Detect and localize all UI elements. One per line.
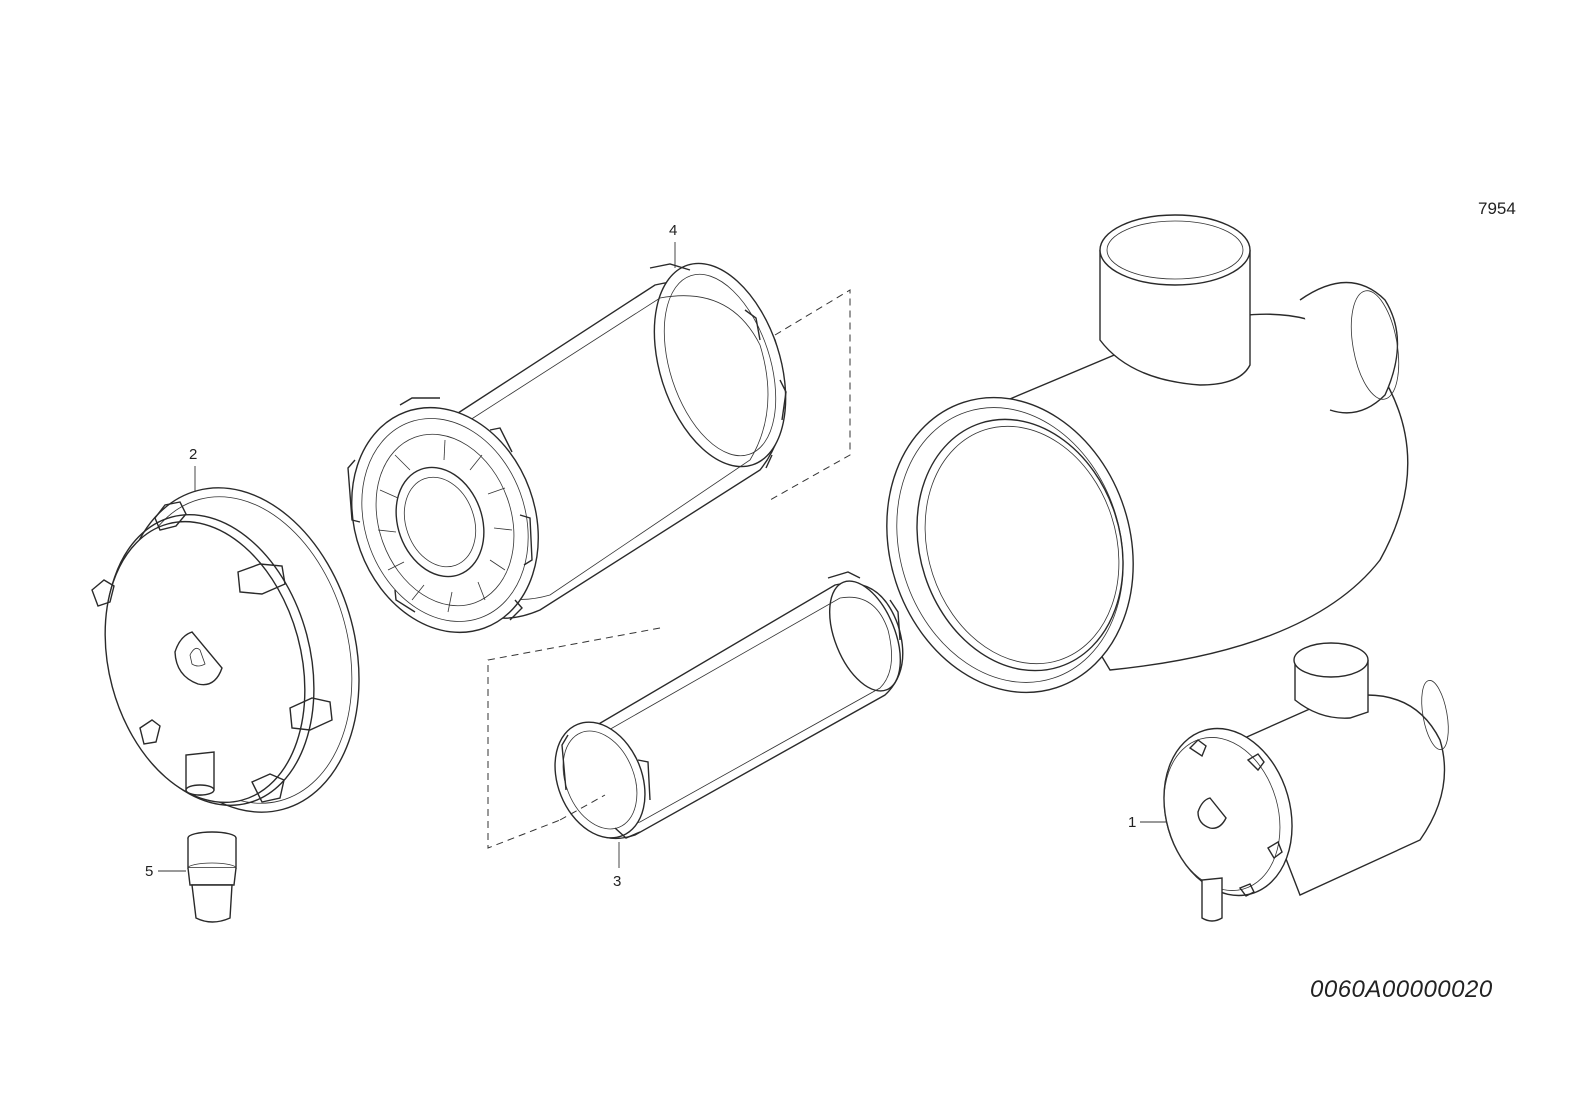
drawing-code: 0060A00000020 [1310, 976, 1493, 1003]
filter-housing [886, 214, 1409, 694]
callout-2: 2 [189, 446, 197, 492]
svg-text:4: 4 [669, 222, 677, 239]
assembly-dashed-outline-lower [487, 627, 661, 849]
svg-text:5: 5 [145, 863, 153, 880]
assembly-dashed-outline [769, 289, 851, 501]
vacuator-valve [187, 831, 237, 923]
clip-right-upper [237, 563, 286, 595]
svg-text:2: 2 [189, 446, 197, 463]
clip-bottom-left [139, 719, 161, 745]
assembly-dashed-center [559, 794, 606, 821]
end-cover [91, 487, 360, 813]
cover-logo-plate [174, 631, 223, 686]
clip-right-lower [289, 697, 333, 731]
safety-filter-element [554, 571, 904, 840]
callout-5: 5 [145, 863, 186, 880]
primary-filter-element [347, 262, 787, 634]
callout-3: 3 [613, 842, 621, 890]
air-cleaner-assembly [1163, 642, 1449, 922]
callout-4: 4 [669, 222, 677, 268]
clip-bottom [251, 773, 285, 803]
callout-1: 1 [1128, 814, 1166, 831]
svg-text:1: 1 [1128, 814, 1136, 831]
clip-left [91, 579, 115, 607]
sheet-number: 7954 [1478, 199, 1516, 218]
svg-text:3: 3 [613, 873, 621, 890]
clip-top [154, 501, 187, 531]
